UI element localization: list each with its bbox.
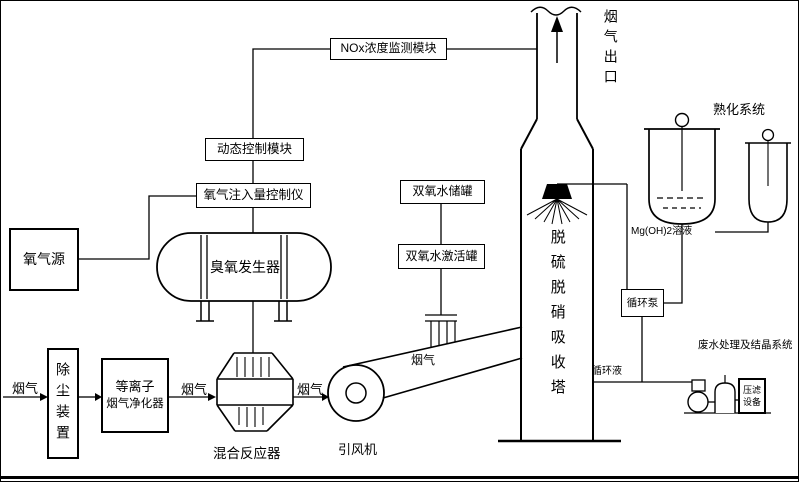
duct-shape [342,326,523,399]
up-arrow-icon [551,16,563,63]
circulating-liquid-label: 循环液 [592,366,622,377]
tower-label: 脱硫脱硝吸收塔 [548,229,566,404]
flue-gas-outlet-label: 烟气出口 [602,9,619,89]
plasma-purifier-box: 等离子 烟气净化器 [101,358,169,433]
wastewater-system-label: 废水处理及结晶系统 [698,339,793,351]
plasma-purifier-label-1: 等离子 [115,378,155,394]
oxygen-injection-controller-box: 氧气注入量控制仪 [196,183,311,208]
plasma-purifier-label-2: 烟气净化器 [106,397,164,410]
pipe-lines [3,48,771,414]
ozone-generator-vessel-icon [156,232,332,322]
aging-tank-large-icon [644,112,720,225]
mgoh2-solution-label: Mg(OH)2溶液 [631,226,693,237]
dust-collector-box: 除尘装置 [47,348,79,459]
flow-arrow-icons [40,393,329,401]
fan-label: 引风机 [338,442,378,457]
aging-system-label: 熟化系统 [713,102,766,117]
mixing-reactor-shape [216,352,294,432]
flue-gas-in-label: 烟气 [12,381,39,396]
tower-shape [498,6,621,443]
fan-icon [327,364,385,422]
flue-gas-label-1: 烟气 [181,382,208,397]
h2o2-activation-tank-box: 双氧水激活罐 [398,244,485,269]
mixing-reactor-label: 混合反应器 [213,446,281,461]
circulation-pump-box: 循环泵 [621,289,664,317]
aging-tank-small-icon [745,128,791,223]
crystallizer-vessel-icon [714,375,736,413]
nox-monitor-module-box: NOx浓度监测模块 [330,38,447,60]
flue-gas-duct-label: 烟气 [411,353,436,367]
wastewater-pump-icon [687,379,709,413]
spray-nozzle-icon [526,184,588,225]
ozone-generator-label: 臭氧发生器 [210,259,280,275]
h2o2-storage-tank-box: 双氧水储罐 [400,180,485,204]
flue-gas-label-2: 烟气 [297,382,324,397]
dynamic-control-module-box: 动态控制模块 [205,138,304,161]
dust-collector-label: 除尘装置 [55,361,72,446]
injector-fitting-icon [425,314,457,347]
oxygen-source-box: 氧气源 [9,228,79,291]
filter-equipment-box: 压滤设备 [738,378,766,414]
